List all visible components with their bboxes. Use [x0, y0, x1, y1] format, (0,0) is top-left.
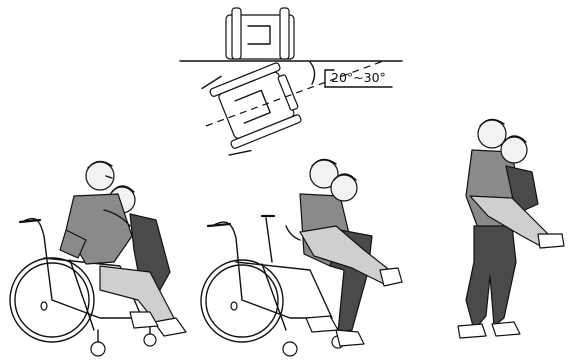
scene-3-carrying-standing: [458, 119, 564, 338]
angle-label: 20°~30°: [331, 70, 386, 85]
scene-1-embrace-at-chair: [10, 161, 186, 356]
scene-2-lifting-from-chair: [201, 159, 402, 356]
top-chair-straight: [226, 8, 294, 59]
caregiver-1: [60, 161, 132, 264]
top-chair-angled: [201, 54, 307, 159]
